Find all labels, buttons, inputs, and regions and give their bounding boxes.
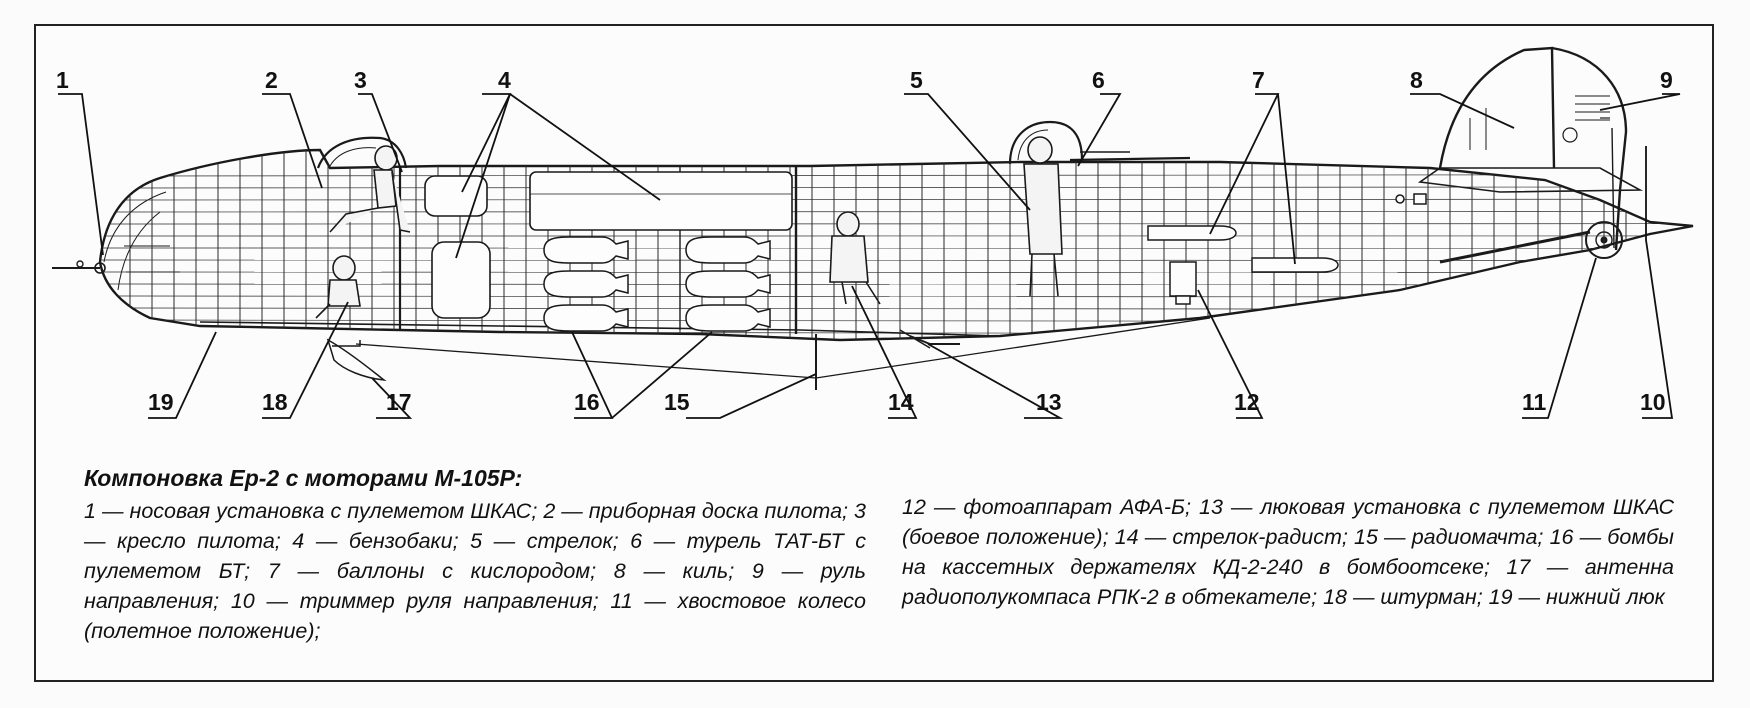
callout-15: 15	[664, 389, 690, 415]
callout-13: 13	[1036, 389, 1062, 415]
callout-3: 3	[354, 67, 367, 93]
callout-2: 2	[265, 67, 278, 93]
callout-17: 17	[386, 389, 412, 415]
fuel-tanks	[424, 171, 793, 319]
caption-title: Компоновка Ер-2 с моторами М-105Р:	[84, 465, 523, 491]
equipment	[326, 193, 1427, 390]
callout-1: 1	[56, 67, 69, 93]
callout-4: 4	[498, 67, 511, 93]
callout-10: 10	[1640, 389, 1666, 415]
callout-7: 7	[1252, 67, 1265, 93]
callout-18: 18	[262, 389, 288, 415]
callout-16: 16	[574, 389, 600, 415]
fuselage-structure	[100, 150, 1693, 340]
figure-frame	[34, 24, 1714, 682]
callout-14: 14	[888, 389, 914, 415]
callout-9: 9	[1660, 67, 1673, 93]
leader-lines	[58, 93, 1681, 419]
bombs	[543, 236, 771, 332]
callout-12: 12	[1234, 389, 1260, 415]
callout-11: 11	[1522, 389, 1547, 415]
callout-numbers: 1 2 3 4 5 6 7 8 9 10 11 12 13 14 15 16 1…	[56, 67, 1673, 415]
callout-19: 19	[148, 389, 174, 415]
bulkheads	[199, 166, 1001, 337]
caption-column-right: 12 — фотоаппарат АФА-Б; 13 — люковая уст…	[902, 495, 1674, 609]
caption-column-left: 1 — носовая установка с пулеметом ШКАС; …	[84, 499, 866, 643]
oxygen-bottles	[1147, 225, 1339, 273]
callout-6: 6	[1092, 67, 1105, 93]
crew-figures	[315, 136, 1063, 319]
callout-8: 8	[1410, 67, 1423, 93]
callout-5: 5	[910, 67, 923, 93]
antenna-wire	[355, 317, 1211, 379]
